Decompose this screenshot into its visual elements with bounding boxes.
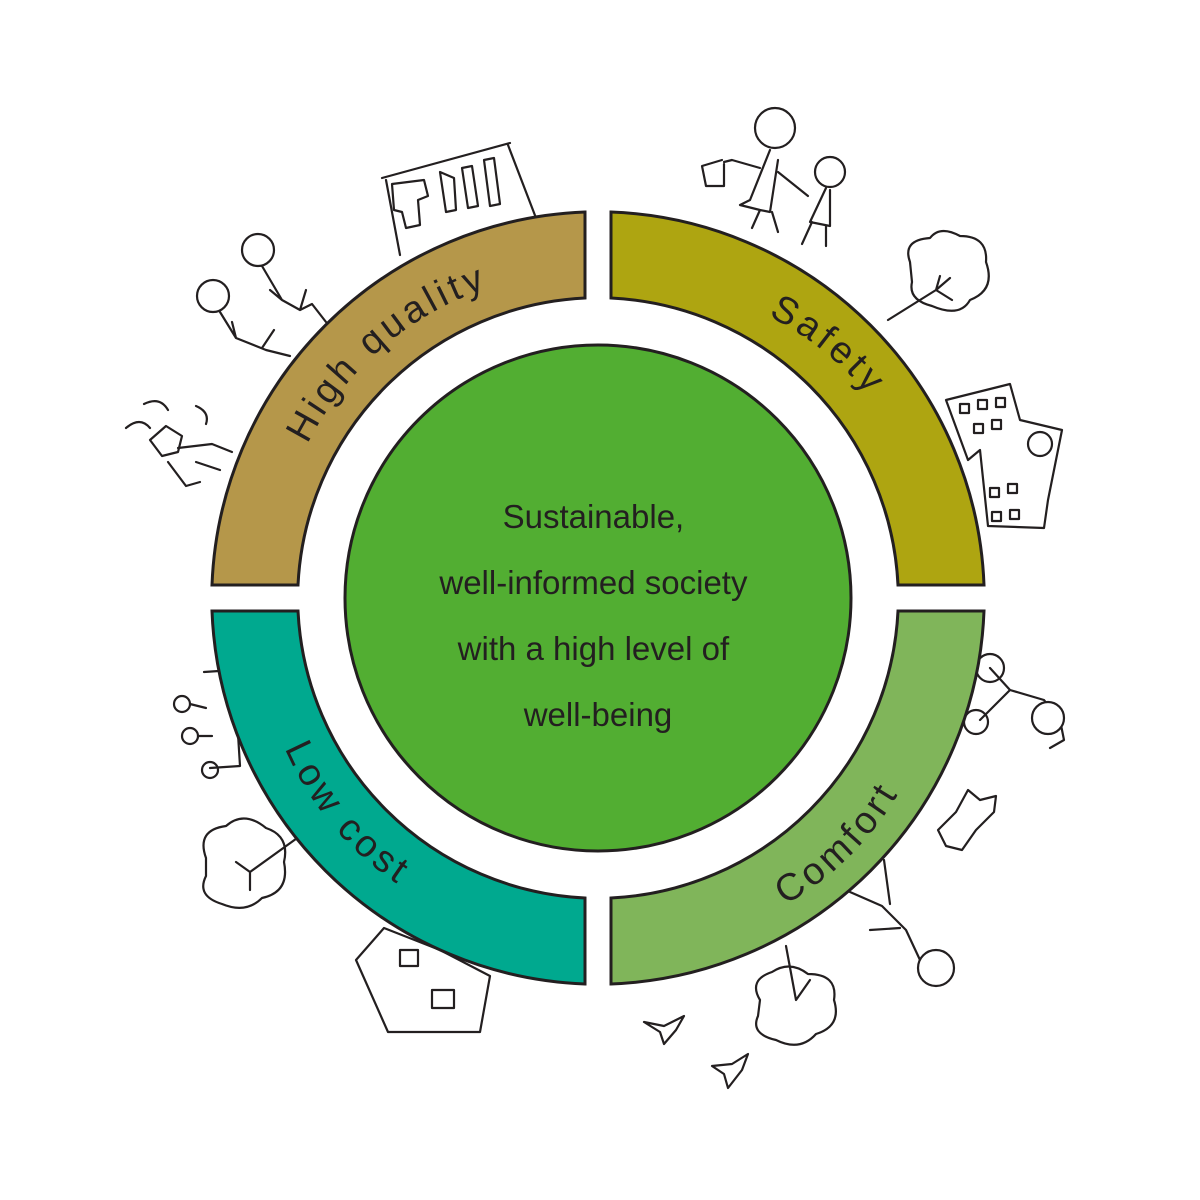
tree-icon: [202, 817, 302, 909]
ring: [210, 210, 986, 986]
house-icon: [354, 926, 492, 1034]
splashing-child-icon: [124, 399, 234, 488]
laundry-icon: [380, 141, 538, 257]
dog-icon: [936, 788, 998, 852]
center-text-line-1: Sustainable,: [503, 498, 685, 535]
birds-icon: [642, 1014, 750, 1090]
segment-high-quality: [210, 210, 587, 587]
center-text: Sustainable, well-informed society with …: [438, 498, 756, 733]
center-text-line-2: well-informed society: [438, 564, 748, 601]
segment-comfort: [609, 609, 986, 986]
tree-icon: [886, 229, 990, 322]
mother-and-daughter-icon: [700, 106, 847, 248]
school-building-icon: [944, 382, 1064, 530]
segment-low-cost: [210, 609, 587, 986]
children-icon: [195, 232, 328, 358]
center-circle: [343, 343, 853, 853]
segment-safety: [609, 210, 986, 587]
tree-icon: [754, 944, 837, 1046]
walking-man-icon: [848, 858, 956, 988]
center-text-line-4: well-being: [523, 696, 673, 733]
center-text-line-3: with a high level of: [457, 630, 730, 667]
cyclist-icon: [962, 652, 1066, 750]
